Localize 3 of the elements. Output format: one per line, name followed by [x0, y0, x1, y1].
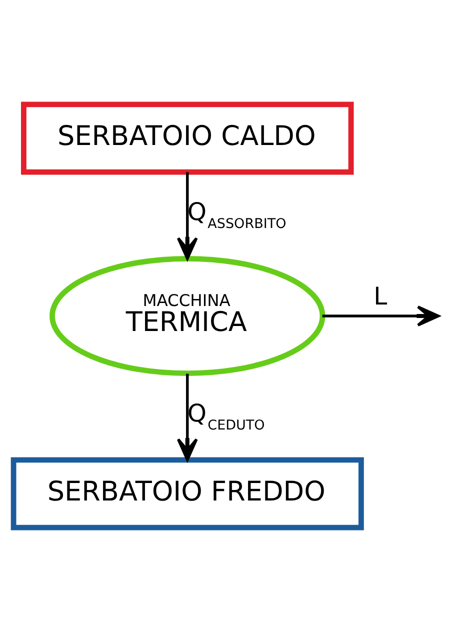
edge-label: Q$_{ASSORBITO}$: [187, 196, 286, 232]
edge-label: L: [374, 280, 388, 310]
edge-label: Q$_{CEDUTO}$: [187, 398, 265, 433]
